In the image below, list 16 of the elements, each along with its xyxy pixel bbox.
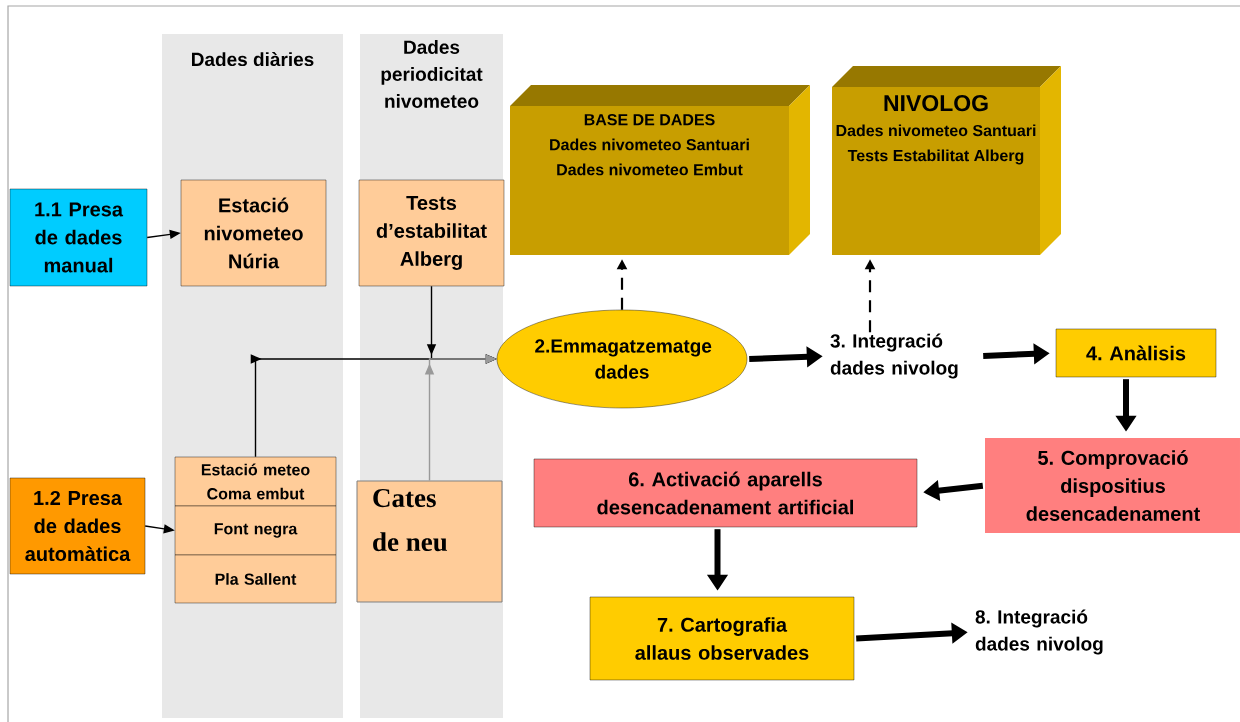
station-box: Pla Sallent [174,554,337,604]
station-box: Font negra [174,505,337,556]
process-box: 5. Comprovació dispositius desencadenament [985,438,1240,533]
database-block: NIVOLOG Dades nivometeo Santuari Tests Estabilitat Alberg [832,66,1061,255]
process-box: 7. Cartografia allaus observades [589,596,855,681]
step-label: 3. Integració dades nivolog [830,333,958,379]
station-box: Tests d’estabilitat Alberg [358,179,505,287]
station-box: Estació meteo Coma embut [174,456,337,507]
process-box: 1.2 Presa de dades automàtica [9,477,146,575]
process-box: 1.1 Presa de dades manual [9,188,148,287]
process-box: 6. Activació aparells desencadenament artificial [533,458,918,528]
step-label: 8. Integració dades nivolog [975,609,1103,655]
process-box: 4. Anàlisis [1055,328,1217,378]
database-block: BASE DE DADES Dades nivometeo Santuari Dades nivometeo Embut [510,85,810,255]
station-box: Estació nivometeo Núria [180,179,327,287]
station-box: Cates de neu [356,480,503,603]
